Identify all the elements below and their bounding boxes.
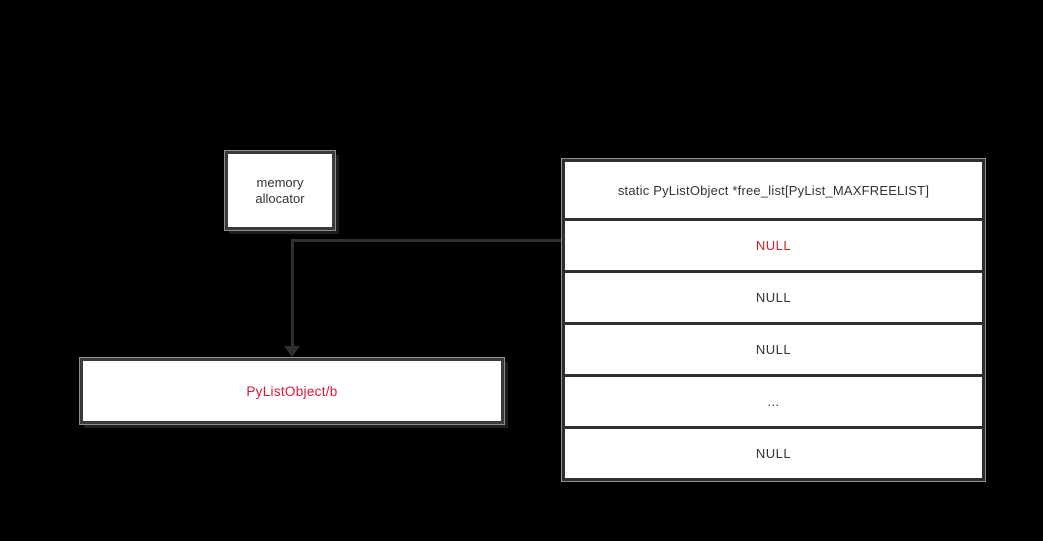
free-list-header: static PyListObject *free_list[PyList_MA… — [565, 162, 982, 218]
free-list-cell: NULL — [565, 429, 982, 478]
free-list-array: static PyListObject *free_list[PyList_MA… — [561, 158, 986, 482]
free-list-cell: ... — [565, 377, 982, 426]
pylistobject-node: PyListObject/b — [79, 357, 505, 425]
free-list-cell: NULL — [565, 325, 982, 374]
connector-horizontal-line — [291, 239, 562, 242]
free-list-cell: NULL — [565, 273, 982, 322]
memory-allocator-label-line2: allocator — [255, 190, 305, 206]
memory-allocator-node: memory allocator — [224, 150, 336, 231]
memory-allocator-label-line1: memory — [256, 174, 304, 190]
connector-vertical-line — [291, 239, 294, 346]
memory-allocator-label: memory allocator — [255, 175, 304, 207]
connector-arrowhead-down-icon — [284, 346, 300, 357]
free-list-cell: NULL — [565, 221, 982, 270]
pylistobject-label: PyListObject/b — [246, 383, 338, 399]
